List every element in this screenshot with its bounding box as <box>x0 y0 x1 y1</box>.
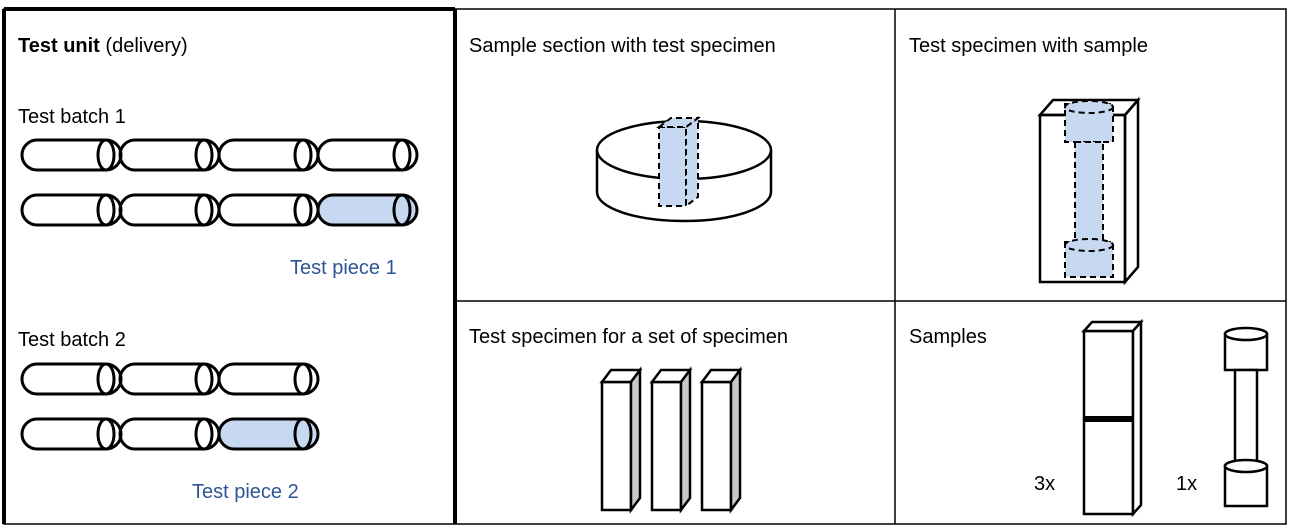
test-unit-cell: Test unit (delivery) Test batch 1 Test p… <box>18 35 419 503</box>
table-grid <box>2 7 1287 525</box>
samples-label: Samples <box>909 326 987 348</box>
pipe-icon <box>217 138 320 172</box>
sample-section-cell: Sample section with test specimen <box>469 35 776 223</box>
test-batch-2-label: Test batch 2 <box>18 329 126 351</box>
pipe-icon <box>217 362 320 396</box>
pipe-icon <box>118 138 221 172</box>
test-unit-title: Test unit (delivery) <box>18 35 188 57</box>
pipe-icon <box>20 138 123 172</box>
test-piece-1-label: Test piece 1 <box>290 257 397 279</box>
specimen-block-with-dogbone-icon <box>1037 96 1141 286</box>
specimen-bar-icon <box>599 366 643 514</box>
dogbone-sample-icon <box>1223 326 1269 508</box>
specimen-set-label: Test specimen for a set of specimen <box>469 326 788 348</box>
specimen-set-cell: Test specimen for a set of specimen <box>469 326 788 514</box>
test-piece-1-pipe-icon <box>316 193 419 227</box>
test-batch-1-label: Test batch 1 <box>18 106 126 128</box>
pipe-icon <box>316 138 419 172</box>
test-piece-2-pipe-icon <box>217 417 320 451</box>
test-piece-2-label: Test piece 2 <box>192 481 299 503</box>
disc-sample-section-icon <box>595 116 773 223</box>
pipe-icon <box>20 193 123 227</box>
bar-sample-count: 3x <box>1034 473 1055 495</box>
samples-cell: Samples 3x 1x <box>909 318 1269 518</box>
sample-section-label: Sample section with test specimen <box>469 35 776 57</box>
test-batch-1-pipes <box>20 138 419 227</box>
pipe-icon <box>20 362 123 396</box>
specimen-with-sample-cell: Test specimen with sample <box>909 35 1148 286</box>
specimen-bar-icon <box>699 366 743 514</box>
specimen-bar-icon <box>649 366 693 514</box>
pipe-icon <box>217 193 320 227</box>
pipe-icon <box>20 417 123 451</box>
pipe-icon <box>118 193 221 227</box>
bar-sample-icon <box>1081 318 1144 518</box>
pipe-icon <box>118 362 221 396</box>
dogbone-sample-count: 1x <box>1176 473 1197 495</box>
specimen-with-sample-label: Test specimen with sample <box>909 35 1148 57</box>
pipe-icon <box>118 417 221 451</box>
specimen-bars-icon <box>599 366 743 514</box>
test-batch-2-pipes <box>20 362 320 451</box>
